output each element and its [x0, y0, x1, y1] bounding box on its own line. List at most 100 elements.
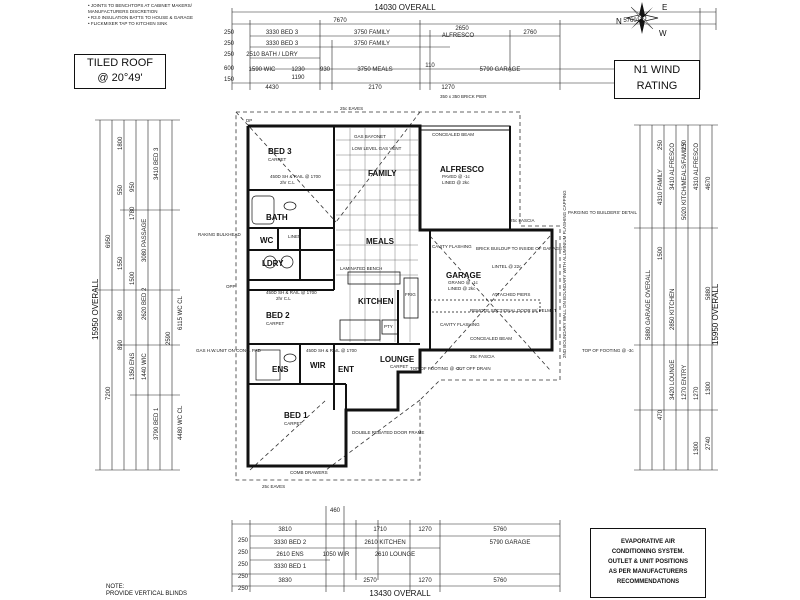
- dim: 1300: [706, 381, 712, 395]
- family-floor-grid: [336, 128, 418, 342]
- dim: 250: [238, 538, 249, 544]
- bed2-spec: 450D SH & RAIL @ 1700: [266, 290, 317, 295]
- eaves-top: 25c EAVES: [340, 106, 363, 111]
- room-ent: ENT: [338, 365, 354, 374]
- cavity-label: CAVITY FLASHING: [432, 244, 472, 249]
- dim: 2590: [166, 331, 172, 345]
- evap-line: EVAPORATIVE AIR: [621, 539, 675, 545]
- wind-line-1: N1 WIND: [633, 64, 681, 76]
- dim: 860: [118, 309, 124, 320]
- dim: 1550: [118, 256, 124, 270]
- dim: 5020 KITCH/MEALS/FAMILY: [682, 142, 688, 220]
- room-wc: WC: [260, 236, 274, 245]
- dim: 7670: [333, 18, 347, 24]
- garage-door: [429, 240, 557, 340]
- double-rebated: DOUBLE REBATED DOOR FRAME: [352, 430, 424, 435]
- dp-label: DP: [246, 118, 252, 123]
- bottom-note: NOTE: PROVIDE VERTICAL BLINDS: [106, 584, 202, 600]
- bottom-overall: 13430 OVERALL: [369, 589, 431, 598]
- evap-line: CONDITIONING SYSTEM.: [611, 549, 685, 555]
- dim: 1270: [441, 85, 455, 91]
- dim: 250: [238, 586, 249, 592]
- dim: 3410 ALFRESCO: [670, 143, 676, 190]
- lounge-floor: CARPET: [390, 364, 409, 369]
- dim: 2610 KITCHEN: [364, 540, 405, 546]
- dim: 950: [130, 181, 136, 192]
- left-dimensions: [95, 119, 180, 471]
- dim: 3330 BED 3: [266, 30, 299, 36]
- note-heading: NOTE:: [106, 584, 125, 590]
- wind-line-2: RATING: [636, 80, 678, 92]
- dim: 250: [658, 139, 664, 150]
- dim: 460: [330, 508, 341, 514]
- top-dimension-labels: 14030 OVERALL 7670 5760 3330 BED 3 3750 …: [224, 3, 637, 91]
- note-line: MANUFACTURERS DISCRETION: [88, 9, 158, 14]
- alfresco-spec2: LINED @ 2kc: [442, 180, 470, 185]
- compass-n: N: [616, 17, 622, 26]
- dim: 1230: [291, 67, 305, 73]
- dim: 1710: [373, 527, 387, 533]
- dim: 2610 ENS: [276, 552, 303, 558]
- room-ldry: LDRY: [262, 259, 284, 268]
- evap-line: RECOMMENDATIONS: [616, 579, 680, 585]
- comb-drawers: COMB DRAWERS: [290, 470, 328, 475]
- dim: 7200: [106, 386, 112, 400]
- room-alfresco: ALFRESCO: [440, 165, 484, 174]
- compass-w: W: [659, 29, 667, 38]
- dim: 5790 GARAGE: [480, 67, 521, 73]
- bed2-spec2: 2hr C.L: [276, 296, 291, 301]
- room-wir: WIR: [310, 361, 326, 370]
- dim: 2850 KITCHEN: [670, 289, 676, 330]
- dim: 600: [224, 66, 235, 72]
- dim: 250: [224, 30, 235, 36]
- dim: 250: [238, 574, 249, 580]
- top-footing-2: TOP OF FOOTING @ -3c: [582, 348, 634, 353]
- room-bed3: BED 3: [268, 147, 292, 156]
- dim: 250: [238, 562, 249, 568]
- dim: 4480 WC CL: [178, 405, 184, 440]
- top-overall: 14030 OVERALL: [374, 3, 436, 12]
- fascia-label-2: 25c FASCIA: [470, 354, 495, 359]
- room-bed2: BED 2: [266, 311, 290, 320]
- dim: 4670: [706, 176, 712, 190]
- right-dimension-labels: 15950 OVERALL 4670 5880 2740 1300 5020 K…: [646, 139, 720, 455]
- dim: 5790 GARAGE: [490, 540, 531, 546]
- fridge-label: FRIG: [405, 292, 416, 297]
- room-ens: ENS: [272, 365, 289, 374]
- note-line: • FLICKMIXER TAP TO KITCHEN SINK: [88, 21, 167, 26]
- fascia-label: 25c FASCIA: [510, 218, 535, 223]
- dim: 4310 ALFRESCO: [694, 143, 700, 190]
- room-bed1: BED 1: [284, 411, 308, 420]
- linen-label: LINEN: [288, 234, 301, 239]
- evaporative-note-box: EVAPORATIVE AIR CONDITIONING SYSTEM. OUT…: [590, 528, 706, 598]
- right-overall: 15950 OVERALL: [711, 283, 720, 345]
- dim: 1190: [292, 75, 306, 81]
- room-family: FAMILY: [368, 169, 397, 178]
- dim: 1500: [130, 271, 136, 285]
- attached-piers: ATTACHED PIERS: [492, 292, 530, 297]
- top-notes: • JOINTS TO BENCHTOPS AT CABINET MAKERS/…: [88, 3, 193, 26]
- dim: 2740: [706, 436, 712, 450]
- eaves-bottom: 25c EAVES: [262, 484, 285, 489]
- family-gas: GAS BAYONET: [354, 134, 386, 139]
- boundary-wall: 2ND BOUNDARY WALL ON BOUNDARY WITH ALUMI…: [562, 190, 567, 358]
- dim: 5760: [623, 18, 637, 24]
- dim: 6115 WC CL: [178, 295, 184, 330]
- family-low: LOW LEVEL GAS VENT: [352, 146, 402, 151]
- compass-rose: N E W S: [616, 0, 667, 38]
- dim: 3330 BED 1: [274, 564, 307, 570]
- roof-line-2: @ 20°49': [97, 72, 143, 84]
- bath-fixtures: [251, 195, 297, 381]
- opp-label: OPP: [226, 284, 236, 289]
- dim: 110: [425, 63, 435, 69]
- brick-pier: 350 x 350 BRICK PIER: [440, 94, 487, 99]
- dim: 6950: [106, 234, 112, 248]
- room-lounge: LOUNGE: [380, 355, 415, 364]
- dim: 2610 LOUNGE: [375, 552, 415, 558]
- dim: 3790 BED 1: [154, 407, 160, 440]
- dim: 2170: [368, 85, 382, 91]
- roof-eaves-outline: [235, 111, 561, 481]
- bed2-floor: CARPET: [266, 321, 285, 326]
- dim: 1590 WIC: [249, 67, 276, 73]
- dim: 1500: [658, 246, 664, 260]
